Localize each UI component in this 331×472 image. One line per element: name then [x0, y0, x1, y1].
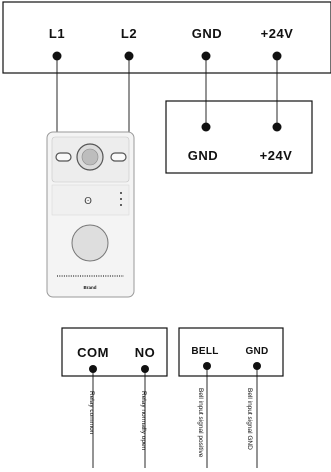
- bell-note-positive: Bell input signal positive: [197, 388, 204, 458]
- bell-note-gnd: Bell input signal GND: [246, 388, 253, 450]
- device-brand-label: Brand: [83, 285, 96, 290]
- nfc-icon: ʘ: [84, 196, 92, 207]
- relay-note-com: Relay common: [88, 391, 95, 435]
- indicator-dot-3: [120, 204, 122, 206]
- power-label-24v: +24V: [260, 148, 293, 163]
- terminal-label-24v: +24V: [261, 26, 294, 41]
- power-supply-block: [165, 100, 313, 174]
- indicator-dot-2: [120, 198, 122, 200]
- camera-lens-inner: [81, 148, 99, 166]
- indicator-dot-1: [120, 192, 122, 194]
- device-led-left: [55, 152, 72, 162]
- power-dot-24v: [272, 122, 282, 132]
- relay-label-no: NO: [135, 345, 156, 360]
- call-button: [71, 224, 109, 262]
- door-station-device: ʘ Brand: [46, 131, 135, 298]
- device-led-right: [110, 152, 127, 162]
- power-label-gnd: GND: [188, 148, 218, 163]
- terminal-label-l1: L1: [49, 26, 65, 41]
- relay-terminal-block: [61, 327, 168, 377]
- relay-label-com: COM: [77, 345, 109, 360]
- terminal-label-l2: L2: [121, 26, 137, 41]
- bell-terminal-block: [178, 327, 284, 377]
- terminal-label-gnd: GND: [192, 26, 222, 41]
- bell-label-gnd: GND: [245, 346, 268, 357]
- relay-note-no: Relay normally open: [140, 391, 147, 451]
- power-dot-gnd: [201, 122, 211, 132]
- top-terminal-block: [2, 1, 331, 74]
- device-middle-panel: [51, 184, 130, 216]
- bell-label-bell: BELL: [191, 346, 218, 357]
